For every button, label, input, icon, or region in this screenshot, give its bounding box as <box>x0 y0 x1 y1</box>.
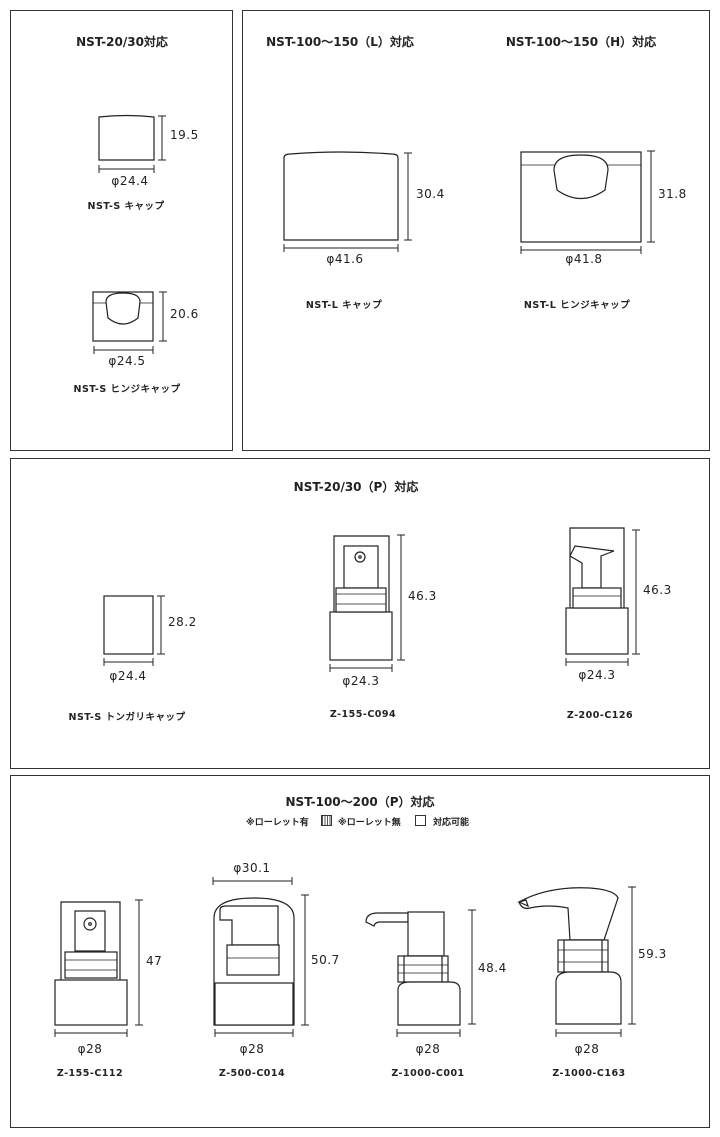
panel-title: NST-100～150（H）対応 <box>505 35 657 49</box>
height-label: 50.7 <box>311 953 340 967</box>
height-label: 46.3 <box>408 589 437 603</box>
diameter-label: φ41.6 <box>326 252 364 266</box>
available-swatch-icon <box>415 815 426 826</box>
height-label: 19.5 <box>170 128 199 142</box>
legend-knurl-on: ※ローレット有 <box>246 818 309 828</box>
nst-l-cap-drawing <box>283 151 412 252</box>
product-name: Z-1000-C001 <box>391 1068 465 1079</box>
nst-s-cap-drawing <box>98 114 166 173</box>
diameter-label: φ24.4 <box>111 174 149 188</box>
height-label: 28.2 <box>168 615 197 629</box>
diameter-label: φ41.8 <box>565 252 603 266</box>
legend-available: 対応可能 <box>433 818 470 828</box>
height-label: 30.4 <box>416 187 445 201</box>
product-name: Z-1000-C163 <box>552 1068 626 1079</box>
height-label: 47 <box>146 954 163 968</box>
panel-title: NST-100～200（P）対応 <box>285 795 435 809</box>
height-label: 46.3 <box>643 583 672 597</box>
panel-title: NST-100～150（L）対応 <box>266 35 414 49</box>
z-200-c126-drawing <box>565 527 640 666</box>
diameter-label: φ24.5 <box>108 354 146 368</box>
diameter-label: φ28 <box>239 1042 265 1056</box>
product-name: NST-S トンガリキャップ <box>68 712 186 723</box>
height-label: 48.4 <box>478 961 507 975</box>
panel-nst-100-150 <box>242 10 710 451</box>
z-1000-c163-drawing <box>517 886 636 1037</box>
product-name: NST-S ヒンジキャップ <box>73 384 181 395</box>
legend-knurl-off: ※ローレット無 <box>338 818 401 828</box>
knurl-swatch-icon <box>321 815 332 826</box>
panel-title: NST-20/30対応 <box>76 35 168 49</box>
product-name: Z-500-C014 <box>218 1068 286 1079</box>
nst-s-pointed-cap-drawing <box>103 595 165 666</box>
z-155-c112-drawing <box>54 899 143 1037</box>
z-155-c094-drawing <box>329 534 405 672</box>
product-name: Z-155-C094 <box>329 709 397 720</box>
diameter-label: φ24.4 <box>109 669 147 683</box>
product-name: Z-200-C126 <box>566 710 634 721</box>
diameter-label: φ28 <box>77 1042 103 1056</box>
product-name: NST-S キャップ <box>87 201 165 212</box>
diameter-label: φ28 <box>574 1042 600 1056</box>
z-1000-c001-drawing <box>365 909 476 1037</box>
diameter-label: φ24.3 <box>578 668 616 682</box>
diameter-label: φ24.3 <box>342 674 380 688</box>
z-500-c014-drawing <box>212 877 309 1037</box>
height-label: 31.8 <box>658 187 687 201</box>
product-name: NST-L キャップ <box>305 300 383 311</box>
height-label: 20.6 <box>170 307 199 321</box>
product-name: Z-155-C112 <box>56 1068 124 1079</box>
panel-nst-100-200-p <box>10 775 710 1128</box>
panel-title: NST-20/30（P）対応 <box>293 480 419 494</box>
product-name: NST-L ヒンジキャップ <box>523 300 631 311</box>
height-label: 59.3 <box>638 947 667 961</box>
panel-nst-20-30-p <box>10 458 710 769</box>
nst-l-hinge-cap-drawing <box>520 150 655 254</box>
diameter-label: φ28 <box>415 1042 441 1056</box>
panel-nst-20-30 <box>10 10 233 451</box>
nst-s-hinge-cap-drawing <box>92 291 167 354</box>
top-diameter-label: φ30.1 <box>233 861 271 875</box>
